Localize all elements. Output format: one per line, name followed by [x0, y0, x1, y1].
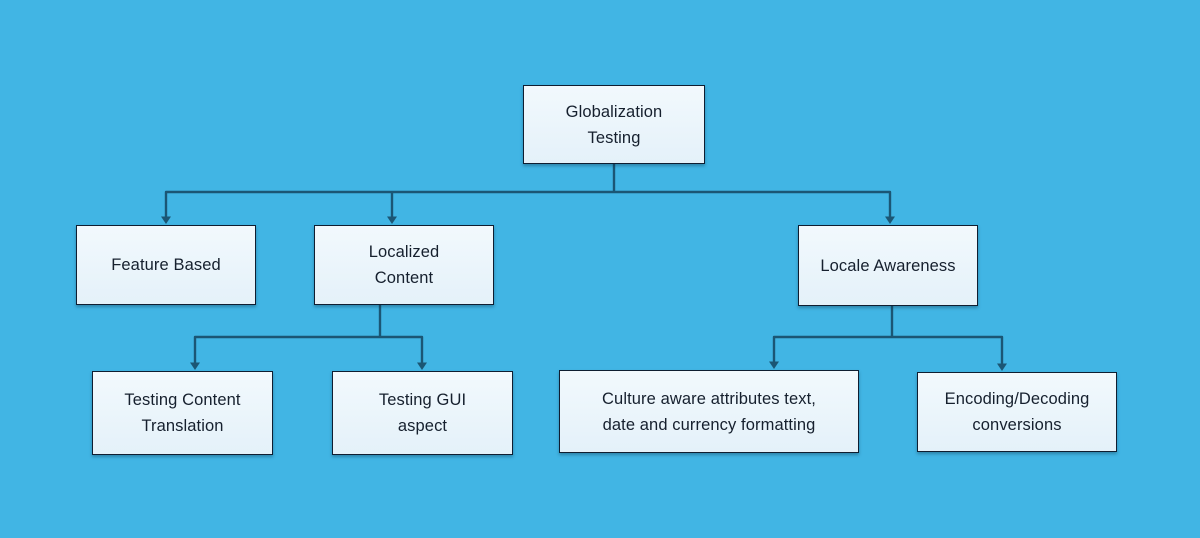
node-feature-based: Feature Based	[76, 225, 256, 305]
node-encoding-decoding-conversions: Encoding/Decoding conversions	[917, 372, 1117, 452]
arrowhead-feature-based	[161, 216, 171, 224]
node-globalization-testing: Globalization Testing	[523, 85, 705, 164]
node-localized-content: Localized Content	[314, 225, 494, 305]
node-locale-awareness: Locale Awareness	[798, 225, 978, 306]
node-testing-gui-aspect: Testing GUI aspect	[332, 371, 513, 455]
arrowhead-culture-aware	[769, 361, 779, 369]
arrowhead-testing-gui-aspect	[417, 362, 427, 370]
arrowhead-encoding-decoding	[997, 363, 1007, 371]
edge-localized-bus	[193, 335, 424, 364]
node-culture-aware-attributes: Culture aware attributes text, date and …	[559, 370, 859, 453]
edge-locale-bus	[772, 335, 1004, 364]
node-testing-content-translation: Testing Content Translation	[92, 371, 273, 455]
arrowhead-localized-content	[387, 216, 397, 224]
edge-root-bus	[164, 190, 892, 218]
arrowhead-testing-content-translation	[190, 362, 200, 370]
arrowhead-locale-awareness	[885, 216, 895, 224]
